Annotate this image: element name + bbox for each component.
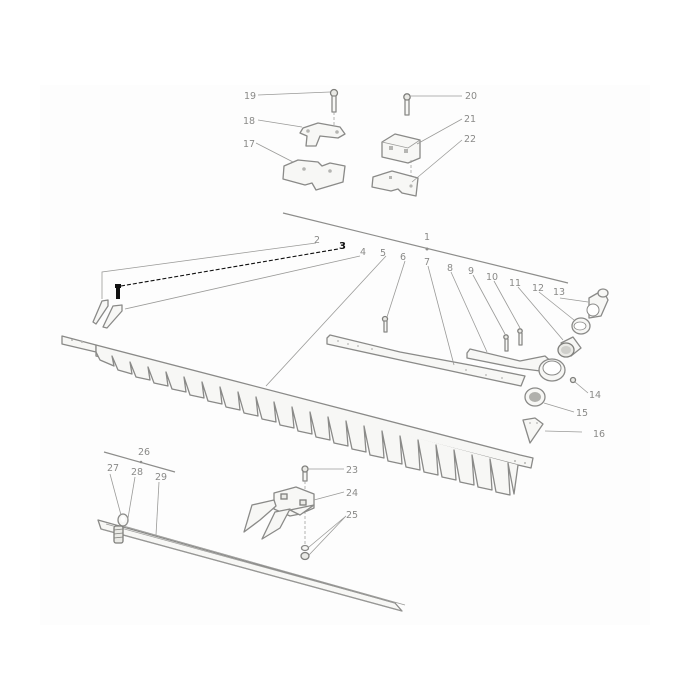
callout-19: 19 (244, 91, 256, 102)
callout-20: 20 (465, 91, 477, 102)
part-10-bolt[interactable] (517, 328, 523, 346)
callout-11: 11 (509, 278, 521, 289)
part-28-spring[interactable] (113, 525, 124, 544)
callout-9: 9 (468, 266, 474, 277)
leader-11 (517, 286, 564, 341)
callout-25: 25 (346, 510, 358, 521)
callout-29: 29 (155, 472, 167, 483)
leader-21 (416, 118, 463, 145)
leader-13 (559, 297, 589, 303)
part-19-bolt[interactable] (329, 88, 339, 113)
part-13-sleeve[interactable] (586, 288, 609, 319)
part-21-clip-block[interactable] (381, 133, 421, 164)
callout-28: 28 (131, 467, 143, 478)
callout-16: 16 (593, 429, 605, 440)
leader-6 (386, 260, 406, 318)
leader-24 (313, 491, 345, 501)
part-27-clamp[interactable] (117, 513, 129, 527)
callout-27: 27 (107, 463, 119, 474)
callout-14: 14 (589, 390, 601, 401)
callout-2: 2 (314, 235, 320, 246)
callout-4: 4 (360, 247, 366, 258)
callout-13: 13 (553, 287, 565, 298)
part-11-bearing[interactable] (557, 336, 582, 358)
leader-5 (265, 255, 387, 387)
leader-29 (155, 481, 160, 536)
leader-14 (574, 381, 589, 394)
callout-22: 22 (464, 134, 476, 145)
callout-6: 6 (400, 252, 406, 263)
callout-26: 26 (138, 447, 150, 458)
leader-16 (544, 430, 583, 433)
leader-15 (543, 402, 575, 413)
leader-25 (308, 515, 347, 556)
leader-18 (257, 119, 303, 128)
leader-3 (120, 248, 339, 287)
part-16-knife-section[interactable] (522, 417, 544, 444)
part-18-clip-plate[interactable] (299, 122, 346, 147)
leader-2 (101, 242, 317, 299)
part-7-knife-back[interactable] (326, 334, 526, 387)
callout-18: 18 (243, 116, 255, 127)
callout-10: 10 (486, 272, 498, 283)
leader-27 (109, 473, 122, 516)
part-25-washer-nut[interactable] (300, 544, 310, 561)
callout-15: 15 (576, 408, 588, 419)
part-head-ring[interactable] (538, 358, 566, 382)
leader-8 (450, 271, 488, 353)
part-24-guard[interactable] (243, 486, 315, 540)
leader-10 (493, 280, 521, 329)
part-5-knife-bar[interactable] (61, 335, 534, 496)
leader-7 (427, 265, 455, 366)
leader-9 (472, 274, 506, 335)
callout-23: 23 (346, 465, 358, 476)
callout-8: 8 (447, 263, 453, 274)
part-23-bolt[interactable] (301, 465, 309, 482)
part-17-wear-plate[interactable] (282, 159, 346, 191)
callout-1: 1 (424, 232, 430, 243)
leader-17 (255, 142, 294, 163)
assembly-26-bracket (103, 451, 176, 473)
part-9-bolt[interactable] (503, 334, 509, 352)
callout-5: 5 (380, 248, 386, 259)
callout-3: 3 (339, 241, 346, 252)
part-12-bushing[interactable] (571, 317, 591, 335)
leader-19 (257, 91, 331, 96)
callout-24: 24 (346, 488, 358, 499)
part-2-knife-section[interactable] (92, 299, 109, 325)
callout-7: 7 (424, 257, 430, 268)
callout-17: 17 (243, 139, 255, 150)
callout-labels: 1 2 3 4 5 6 7 8 9 10 11 12 13 14 15 16 1… (107, 91, 605, 521)
leader-28 (126, 476, 136, 525)
part-6-bolt[interactable] (381, 315, 389, 333)
leader-12 (538, 291, 575, 321)
callout-21: 21 (464, 114, 476, 125)
leader-4 (124, 255, 361, 310)
leader-22 (411, 139, 463, 183)
part-22-wear-plate[interactable] (371, 170, 419, 197)
part-14-grease-nipple[interactable] (569, 376, 577, 384)
part-20-bolt[interactable] (403, 93, 411, 116)
part-3-rivet[interactable] (115, 284, 121, 299)
part-29-cutter-bar[interactable] (97, 519, 406, 612)
part-15-ball-bearing[interactable] (524, 387, 546, 407)
callout-12: 12 (532, 283, 544, 294)
part-4-knife-section[interactable] (102, 304, 123, 329)
assembly-1-bracket (282, 212, 569, 284)
